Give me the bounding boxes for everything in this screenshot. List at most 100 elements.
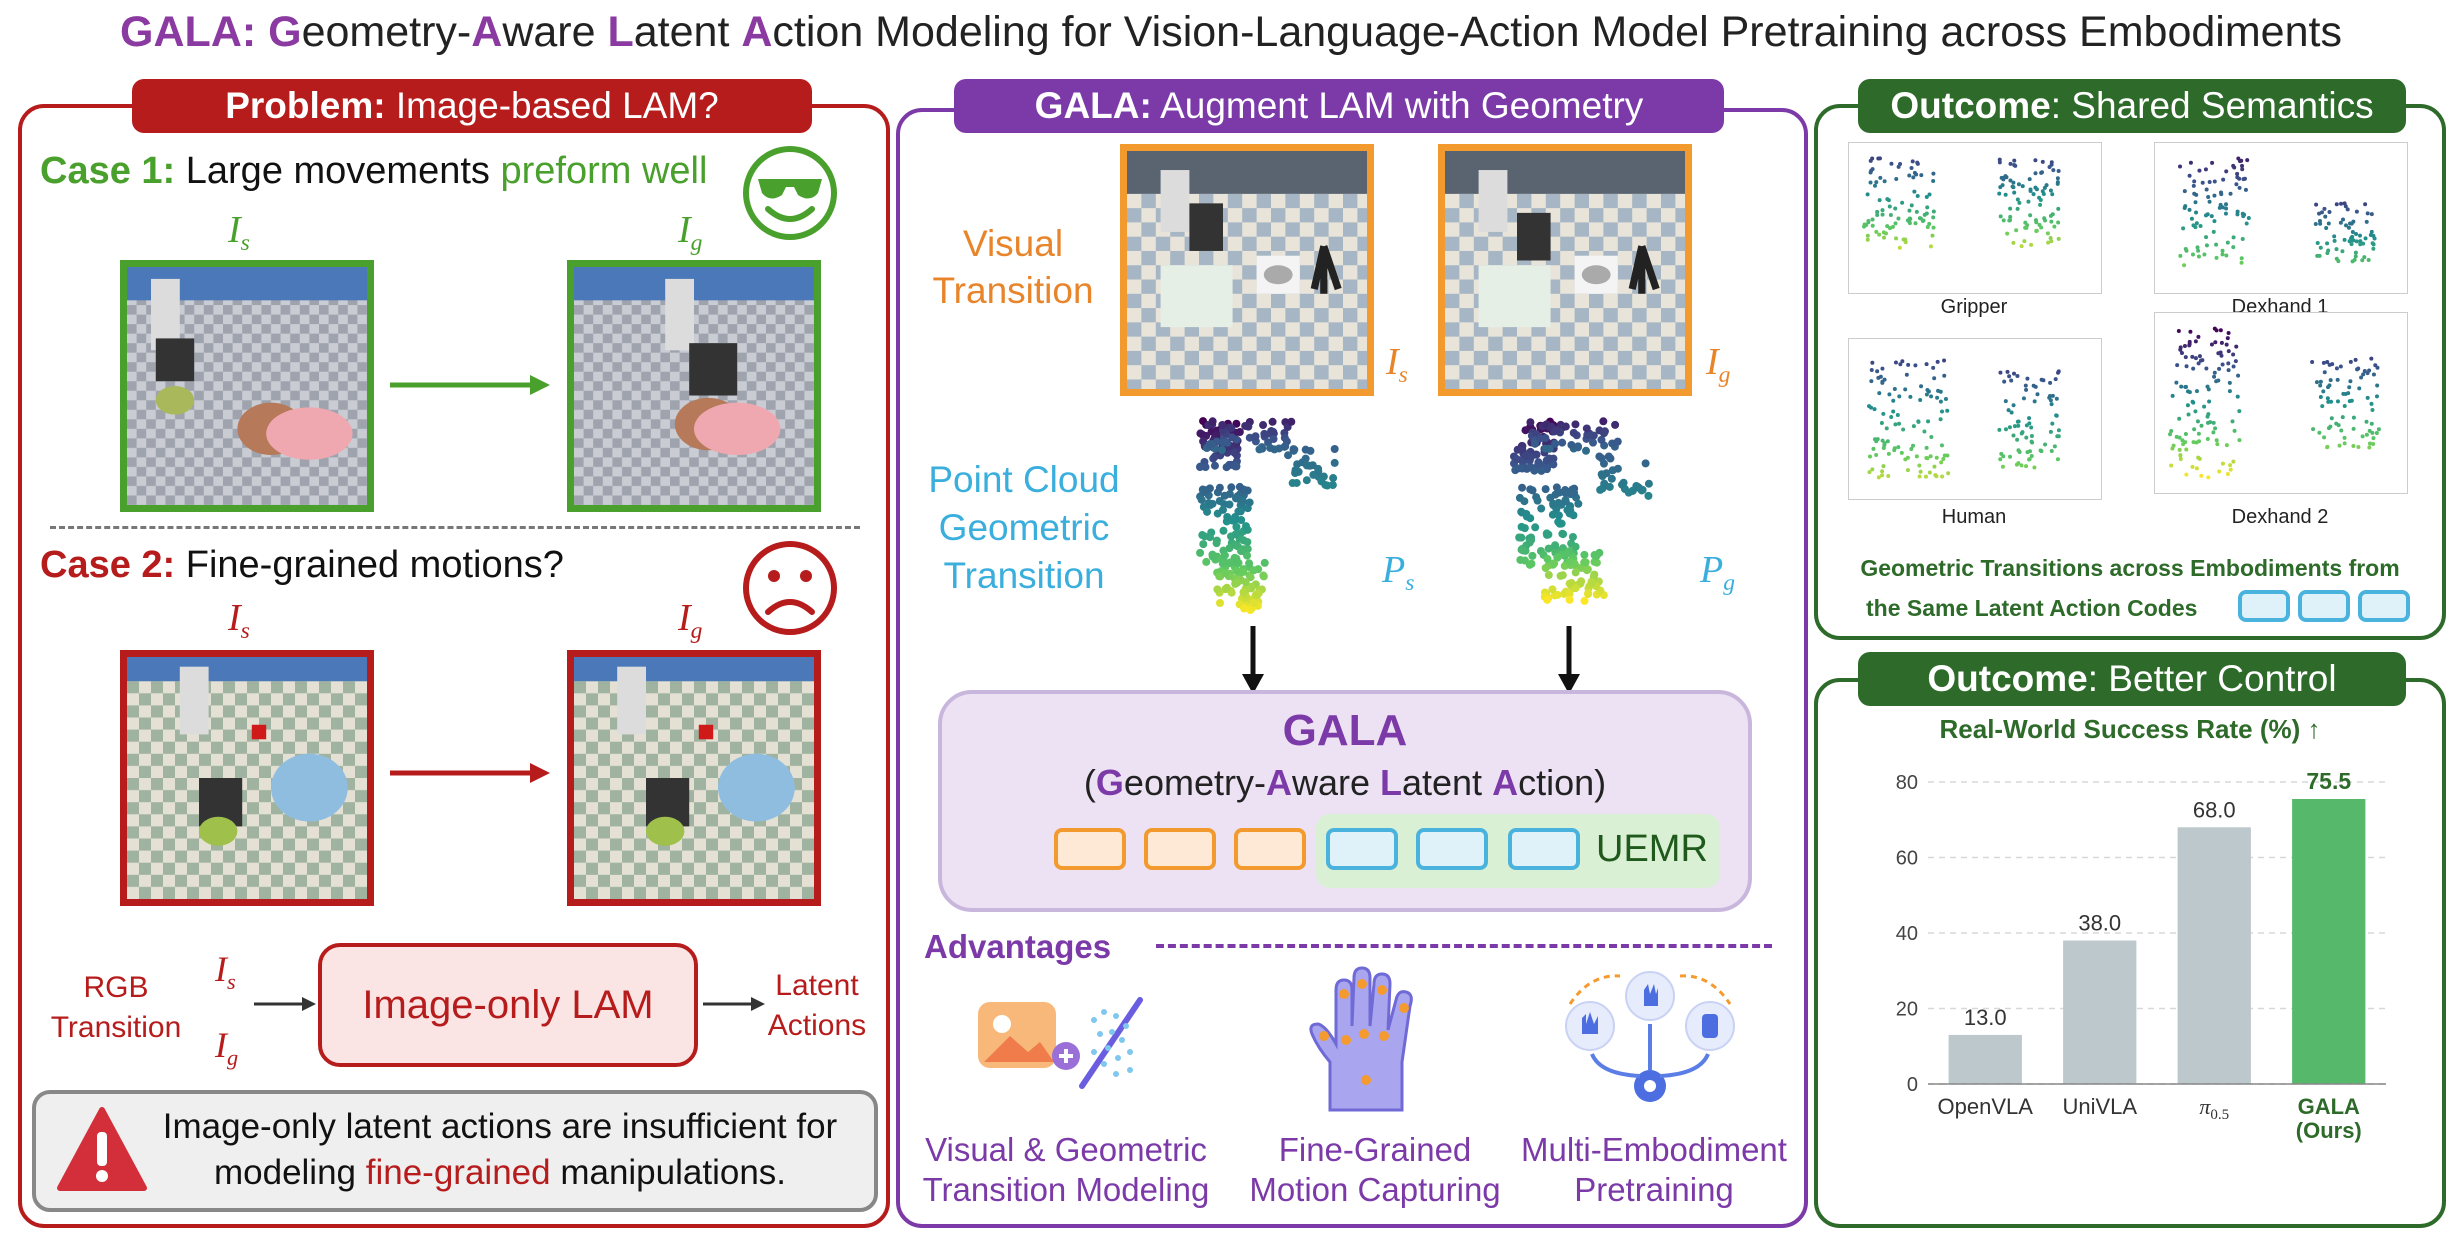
point-cloud-point	[1914, 454, 1919, 459]
point-cloud-point	[2361, 372, 2366, 377]
point-cloud-point	[2368, 233, 2373, 238]
point-cloud-point	[1925, 387, 1930, 392]
point-cloud-point	[2182, 344, 2187, 349]
point-cloud-point	[1199, 540, 1208, 549]
point-cloud-point	[2224, 202, 2229, 207]
point-cloud-point	[2361, 241, 2366, 246]
title-text: eometry-	[301, 8, 472, 56]
point-cloud-point	[1592, 551, 1601, 560]
point-cloud-point	[2035, 392, 2040, 397]
point-cloud-point	[2323, 214, 2328, 219]
point-cloud-point	[1212, 539, 1221, 548]
point-cloud-point	[1865, 233, 1870, 238]
point-cloud-point	[1909, 203, 1914, 208]
point-cloud-point	[2182, 206, 2187, 211]
point-cloud-point	[2009, 410, 2014, 415]
point-cloud-point	[1865, 237, 1870, 242]
point-cloud-point	[1219, 438, 1228, 447]
dexhand1-pointcloud	[2154, 142, 2408, 294]
point-cloud-point	[1869, 368, 1874, 373]
point-cloud-point	[2319, 210, 2324, 215]
bar-value-label: 13.0	[1964, 1005, 2007, 1030]
point-cloud-goal	[1494, 406, 1684, 624]
point-cloud-point	[2197, 439, 2202, 444]
point-cloud-point	[2235, 171, 2240, 176]
point-cloud-point	[1917, 216, 1922, 221]
title-accent-letter: A	[471, 8, 503, 56]
point-cloud-point	[1906, 362, 1911, 367]
point-cloud-point	[1884, 426, 1889, 431]
point-cloud-point	[2014, 462, 2019, 467]
point-cloud-point	[1641, 459, 1650, 468]
point-cloud-point	[2206, 475, 2211, 480]
point-cloud-point	[2184, 472, 2189, 477]
point-cloud-point	[1928, 454, 1933, 459]
point-cloud-point	[2374, 431, 2379, 436]
visual-goal-label: Ig	[1706, 341, 1731, 389]
point-cloud-point	[1872, 407, 1877, 412]
point-cloud-point	[1243, 551, 1252, 560]
point-cloud-point	[1573, 443, 1582, 452]
point-cloud-point	[1245, 559, 1254, 568]
point-cloud-point	[2186, 412, 2191, 417]
subtitle-text: ware	[1291, 762, 1380, 803]
point-cloud-point	[2171, 443, 2176, 448]
point-cloud-point	[2197, 354, 2202, 359]
point-cloud-point	[2212, 374, 2217, 379]
point-cloud-point	[2218, 328, 2223, 333]
point-cloud-point	[2226, 330, 2231, 335]
point-cloud-point	[2207, 399, 2212, 404]
point-cloud-point	[2000, 464, 2005, 469]
point-cloud-point	[1908, 216, 1913, 221]
multi-embodiment-icon	[1560, 964, 1740, 1114]
point-cloud-point	[2231, 245, 2236, 250]
point-cloud-point	[2360, 258, 2365, 263]
smiling-face-sunglasses-icon	[740, 143, 840, 243]
point-cloud-point	[2234, 344, 2239, 349]
point-cloud-point	[2340, 415, 2345, 420]
subtitle-accent-letter: (	[1083, 762, 1096, 803]
case2-start-image	[120, 650, 374, 906]
point-cloud-point	[2350, 238, 2355, 243]
point-cloud-point	[1255, 445, 1264, 454]
point-cloud-point	[1931, 215, 1936, 220]
point-cloud-point	[1924, 392, 1929, 397]
point-cloud-point	[1905, 455, 1910, 460]
point-cloud-point	[2184, 248, 2189, 253]
point-cloud-point	[1561, 488, 1570, 497]
point-cloud-point	[1245, 498, 1254, 507]
point-cloud-point	[1554, 498, 1563, 507]
point-cloud-point	[2213, 340, 2218, 345]
point-cloud-point	[1875, 209, 1880, 214]
point-cloud-point	[2196, 431, 2201, 436]
point-cloud-point	[1269, 427, 1278, 436]
point-cloud-point	[1878, 374, 1883, 379]
point-cloud-point	[1998, 214, 2003, 219]
title-text: ware	[502, 8, 608, 56]
point-cloud-point	[1268, 417, 1277, 426]
point-cloud-point	[1872, 183, 1877, 188]
point-cloud-point	[1565, 595, 1574, 604]
point-cloud-point	[1905, 468, 1910, 473]
point-cloud-point	[1929, 435, 1934, 440]
case1-heading: Case 1: Large movements preform well	[40, 150, 708, 192]
point-cloud-point	[1900, 200, 1905, 205]
point-cloud-point	[2011, 240, 2016, 245]
point-cloud-point	[2003, 427, 2008, 432]
warning-text: Image-only latent actions are insufficie…	[162, 1107, 838, 1192]
point-cloud-point	[2209, 342, 2214, 347]
point-cloud-point	[1876, 475, 1881, 480]
point-cloud-point	[1898, 362, 1903, 367]
point-cloud-point	[2374, 394, 2379, 399]
point-cloud-point	[2351, 426, 2356, 431]
point-cloud-point	[1874, 229, 1879, 234]
point-cloud-point	[2033, 218, 2038, 223]
point-cloud-point	[1531, 523, 1540, 532]
point-cloud-point	[2217, 469, 2222, 474]
point-cloud-point	[2000, 183, 2005, 188]
point-cloud-point	[2021, 396, 2026, 401]
point-cloud-point	[1217, 446, 1226, 455]
point-cloud-point	[1942, 373, 1947, 378]
point-cloud-point	[2351, 415, 2356, 420]
point-cloud-point	[2202, 404, 2207, 409]
